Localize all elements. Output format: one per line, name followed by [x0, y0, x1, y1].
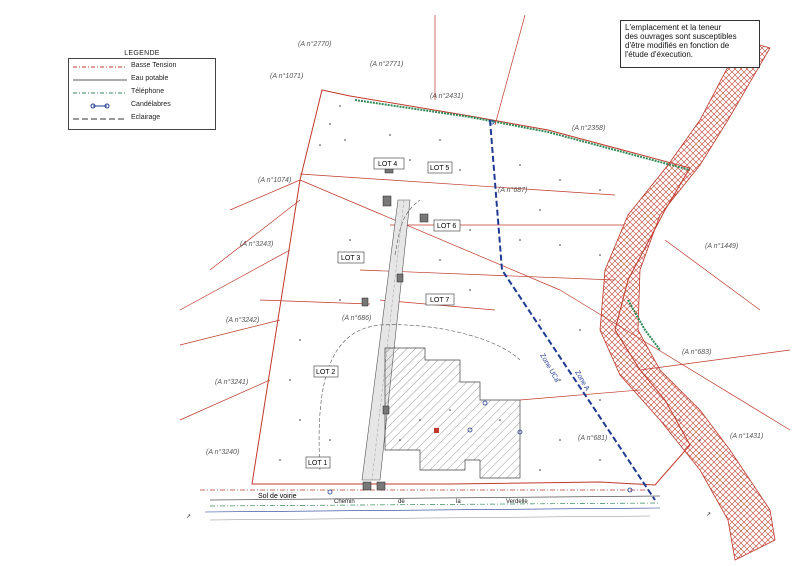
basse-tension-line-icon [73, 66, 127, 68]
legend-row: Basse Tension [73, 62, 213, 72]
lot-label: LOT 2 [316, 369, 335, 376]
lot-label: LOT 7 [430, 297, 449, 304]
parcel-label: (A n°3241) [215, 378, 248, 386]
candelabres [327, 119, 633, 495]
parcel-label: (A n°683) [682, 348, 711, 356]
legend-label: Candélabres [131, 101, 171, 108]
disclaimer-note: L'emplacement et la teneur des ouvrages … [620, 20, 760, 68]
road-label: Sol de voirie [258, 493, 297, 500]
lighting-line-2 [394, 199, 421, 256]
parcel-label: (A n°2358) [572, 124, 605, 132]
lot-labels: LOT 4 LOT 5 LOT 6 LOT 3 LOT 7 LOT 2 LOT … [305, 157, 461, 469]
parcel-label: (A n°1071) [270, 72, 303, 80]
note-line: L'emplacement et la teneur [625, 23, 722, 32]
parcel-label: (A n°1431) [730, 432, 763, 440]
legend-row: Eau potable [73, 75, 213, 85]
lot-label: LOT 5 [430, 165, 449, 172]
note-line: l'étude d'éxecution. [625, 50, 693, 59]
parcel-label: (A n°686) [342, 314, 371, 322]
parcel-label: (A n°681) [578, 434, 607, 442]
parcel-label: (A n°1074) [258, 176, 291, 184]
red-marker [434, 428, 439, 433]
candelabre-icon [90, 103, 110, 109]
bottom-road [200, 489, 661, 521]
eau-potable-line-icon [73, 79, 127, 81]
road-label: Chemin [334, 499, 355, 505]
legend-title: LEGENDE [124, 50, 160, 57]
mark: ↗ [706, 512, 711, 518]
lot-label: LOT 4 [378, 161, 397, 168]
parcel-label: (A n°2431) [430, 92, 463, 100]
telephone-line-icon [73, 92, 127, 94]
legend-label: Eau potable [131, 75, 169, 82]
eclairage-line-icon [73, 118, 127, 120]
legend-row: Candélabres [73, 101, 213, 111]
lot-label: LOT 3 [341, 255, 360, 262]
parcel-label: (A n°3243) [240, 240, 273, 248]
parcel-label: (A n°2771) [370, 60, 403, 68]
zone-label: Zone UCa [538, 353, 560, 384]
note-line: des ouvrages sont susceptibles [625, 32, 737, 41]
parcel-label: (A n°2770) [298, 40, 331, 48]
access-road [361, 199, 411, 481]
road-label: de [398, 499, 405, 505]
legend: LEGENDE Basse Tension Eau potable Téléph… [68, 50, 216, 130]
existing-building [384, 347, 521, 479]
zone-boundary [489, 119, 656, 501]
legend-label: Eclairage [131, 114, 161, 121]
stream-corridor [599, 39, 776, 561]
lighting-line [318, 324, 521, 471]
parcel-label: (A n°687) [498, 186, 527, 194]
site-boundary [251, 89, 691, 486]
lot-label: LOT 6 [437, 223, 456, 230]
legend-row: Téléphone [73, 88, 213, 98]
lot-label: LOT 1 [308, 460, 327, 467]
note-line: d'être modifiés en fonction de [625, 41, 730, 50]
legend-label: Téléphone [131, 88, 165, 95]
parcel-label: (A n°1449) [705, 242, 738, 250]
road-label: la [456, 499, 461, 505]
hedge-line [354, 99, 691, 171]
parcel-label: (A n°3240) [206, 448, 239, 456]
legend-row: Eclairage [73, 114, 213, 124]
road-label: Verdelle [506, 499, 528, 505]
legend-label: Basse Tension [131, 62, 177, 69]
mark: ↗ [186, 514, 191, 520]
external-parcel-lines [179, 14, 791, 431]
hedge-line-right [627, 299, 661, 351]
parcel-label: (A n°3242) [226, 316, 259, 324]
